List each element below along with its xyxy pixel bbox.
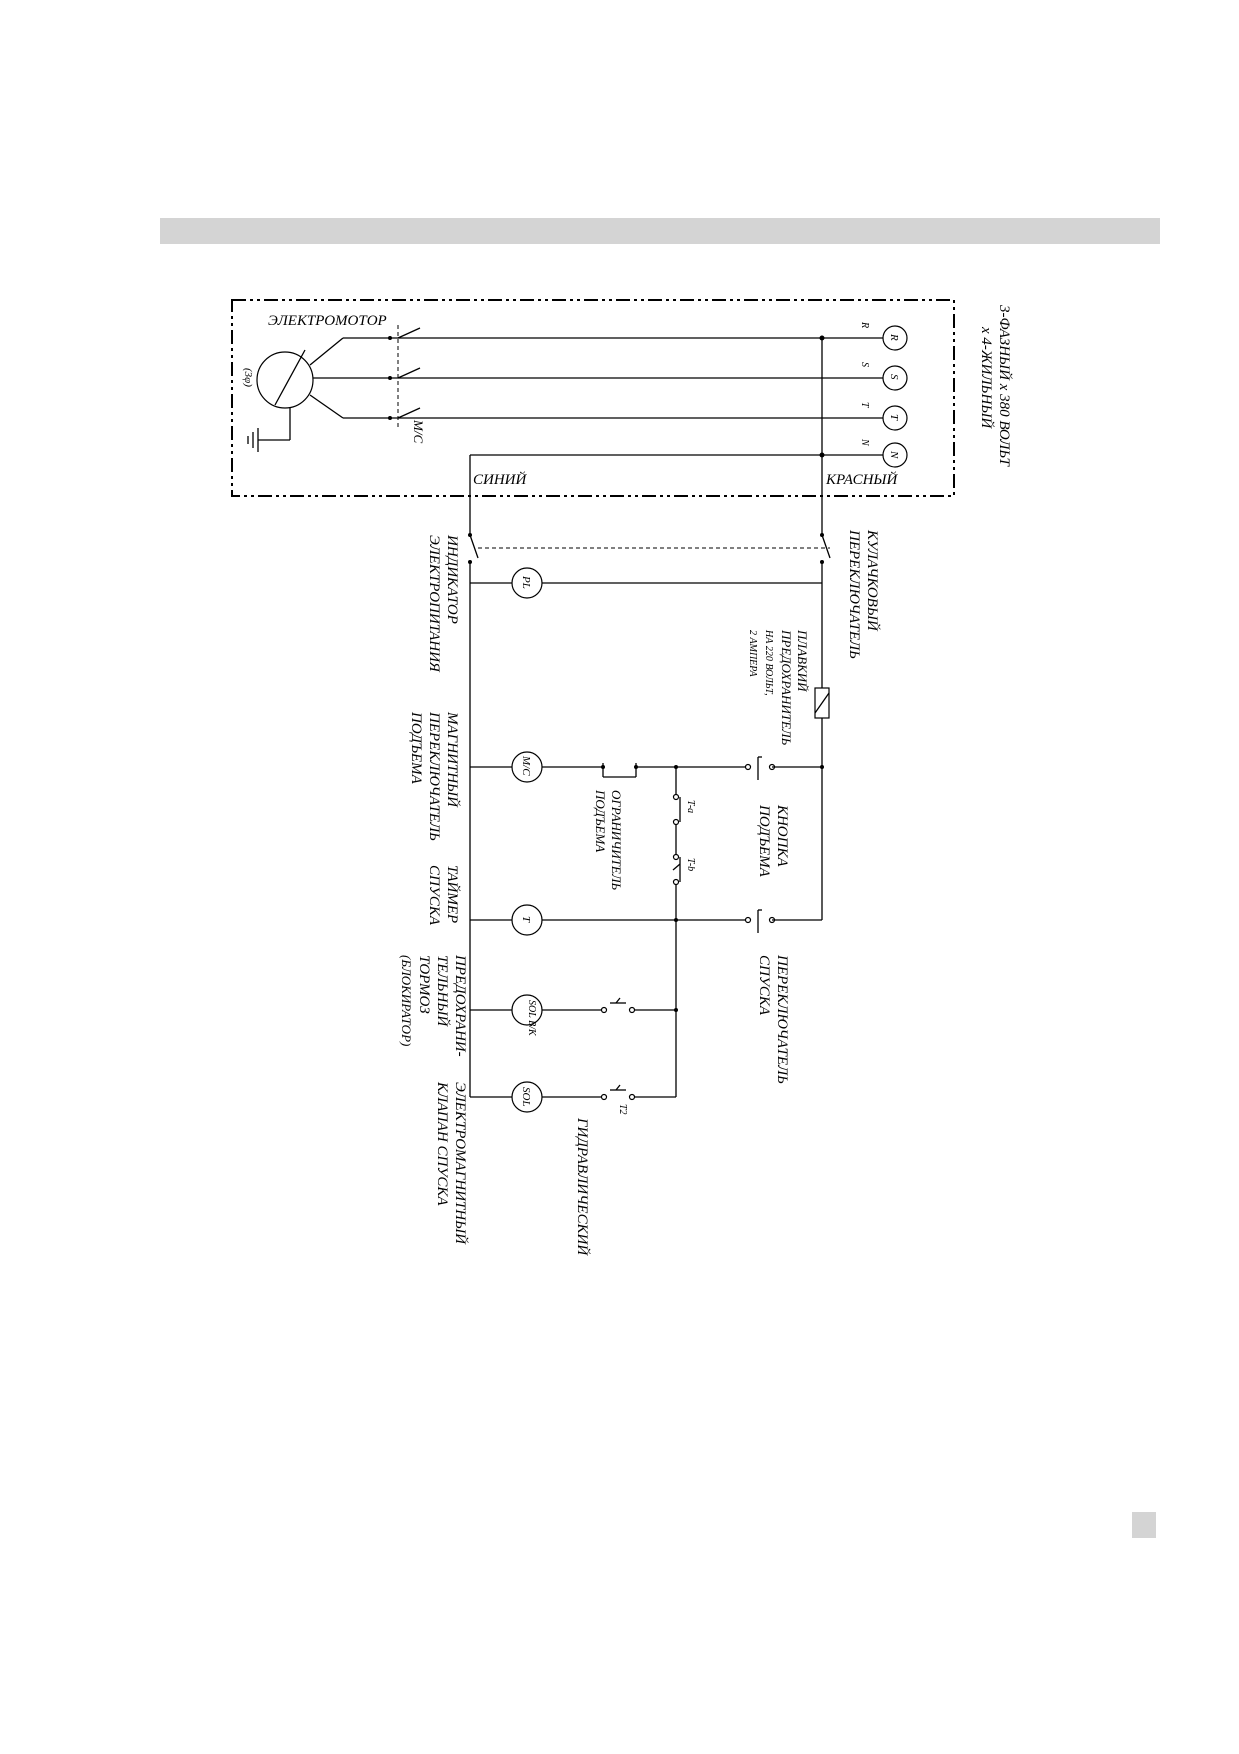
wire-code-n: N	[859, 438, 870, 447]
limit-label-1: ОГРАНИЧИТЕЛЬ	[609, 790, 624, 891]
mag-switch-label-3: ПОДЪЕМА	[408, 711, 424, 785]
lowering-switch[interactable]	[744, 909, 776, 933]
red-wire-label: КРАСНЫЙ	[825, 471, 899, 488]
t2-contact	[600, 1084, 636, 1101]
indicator-label-1: ИНДИКАТОР	[444, 534, 460, 624]
brake-contact	[600, 997, 636, 1014]
lift-button[interactable]	[744, 756, 776, 780]
fuse-label-4: 2 АМПЕРА	[747, 630, 758, 677]
safety-label-2: ТЕЛЬНЫЙ	[434, 955, 451, 1027]
mc-coil-symbol: M/C	[520, 755, 532, 776]
mag-switch-label-2: ПЕРЕКЛЮЧАТЕЛЬ	[426, 711, 442, 841]
header-bar	[160, 218, 1160, 244]
wire-code-t: T	[859, 402, 870, 409]
terminal-r-label: R	[888, 333, 900, 341]
safety-label-1: ПРЕДОХРАНИ-	[452, 954, 468, 1057]
motor-contactor	[388, 325, 421, 430]
terminal-n-label: N	[888, 450, 900, 459]
valve-label-2: КЛАПАН СПУСКА	[434, 1081, 450, 1206]
motor-label: ЭЛЕКТРОМОТОР	[268, 313, 387, 329]
lift-button-label-1: КНОПКА	[774, 804, 790, 867]
supply-label: 3-ФАЗНЫЙ х 380 ВОЛЬТ	[996, 304, 1013, 468]
brake-symbol: SOL B/K	[526, 1000, 537, 1037]
timer-contact-b	[668, 853, 684, 886]
terminal-s-label: S	[888, 374, 900, 380]
safety-label-4: (БЛОКИРАТОР)	[399, 955, 414, 1046]
sol-symbol: SOL	[520, 1087, 532, 1107]
cam-switch-label-1: КУЛАЧКОВЫЙ	[864, 529, 881, 632]
hydraulic-label: ГИДРАВЛИЧЕСКИЙ	[574, 1117, 591, 1256]
terminal-t-label: T	[888, 414, 900, 421]
cam-switch	[468, 533, 831, 564]
ground-icon	[247, 428, 259, 452]
timer-label-1: ТАЙМЕР	[444, 865, 461, 923]
lowering-switch-label-2: СПУСКА	[756, 955, 772, 1016]
lift-button-label-2: ПОДЪЕМА	[756, 804, 772, 878]
motor-phase-label: (3φ)	[242, 368, 254, 387]
page-number-box	[1132, 1512, 1156, 1538]
timer-contact-a	[668, 793, 684, 826]
limit-label-2: ПОДЪЕМА	[593, 789, 608, 852]
fuse-label-3: НА 220 ВОЛЬТ,	[763, 629, 774, 696]
mc-label: M/C	[411, 419, 426, 443]
indicator-label-2: ЭЛЕКТРОПИТАНИЯ	[426, 535, 442, 673]
lowering-switch-label-1: ПЕРЕКЛЮЧАТЕЛЬ	[774, 954, 790, 1084]
t2-label: T2	[617, 1104, 628, 1115]
blue-wire-label: СИНИЙ	[473, 471, 528, 488]
tb-label: T-b	[685, 858, 696, 871]
fuse-label-1: ПЛАВКИЙ	[795, 629, 810, 692]
supply-wires-label: х 4-ЖИЛЬНЫЙ	[978, 326, 995, 429]
motor-arrow	[274, 349, 306, 406]
wire-code-s: S	[859, 362, 870, 367]
panel-enclosure	[231, 299, 955, 497]
electromotor	[256, 351, 314, 409]
safety-label-3: ТОРМОЗ	[416, 955, 432, 1014]
timer-label-2: СПУСКА	[426, 865, 442, 926]
cam-switch-label-2: ПЕРЕКЛЮЧАТЕЛЬ	[846, 529, 862, 659]
pl-symbol: PL	[520, 575, 532, 589]
valve-label-1: ЭЛЕКТРОМАГНИТНЫЙ	[452, 1082, 469, 1245]
wire-code-r: R	[859, 321, 870, 328]
ta-label: T-a	[685, 800, 696, 813]
timer-symbol: T	[520, 916, 532, 923]
lift-limit-switch	[601, 763, 638, 778]
fuse-label-2: ПРЕДОХРАНИТЕЛЬ	[779, 629, 794, 746]
mag-switch-label-1: МАГНИТНЫЙ	[444, 711, 461, 808]
